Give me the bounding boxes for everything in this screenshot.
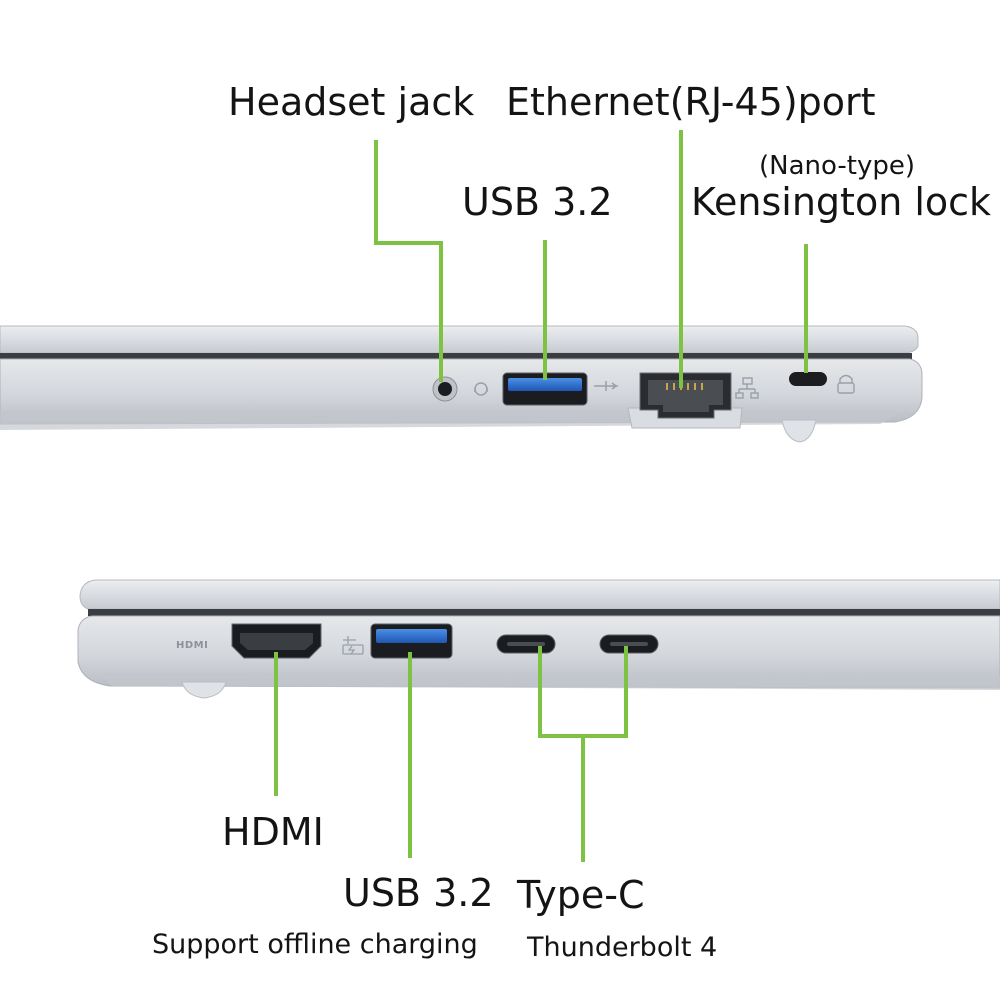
headset-icon xyxy=(474,382,488,396)
label-hdmi: HDMI xyxy=(222,810,324,854)
callout-lines-top xyxy=(374,130,808,388)
callout-type-c xyxy=(538,646,628,862)
label-headset-jack: Headset jack xyxy=(228,80,475,124)
label-type-c: Type-C xyxy=(517,873,645,917)
label-usb32-bottom: USB 3.2 xyxy=(343,871,494,915)
type-c-port-2 xyxy=(599,634,659,654)
hdmi-port xyxy=(231,623,322,659)
laptop-right-side xyxy=(0,325,923,443)
label-nano-type: (Nano-type) xyxy=(759,151,915,181)
hdmi-logo: HDMI xyxy=(176,640,208,651)
network-icon xyxy=(735,377,759,399)
label-ethernet-port: Ethernet(RJ-45)port xyxy=(506,80,876,124)
callout-headset xyxy=(374,140,443,382)
label-usb32-note: Support offline charging xyxy=(152,929,478,960)
usb-icon xyxy=(594,381,618,391)
callout-lines-bottom xyxy=(274,646,628,862)
label-kensington-lock: Kensington lock xyxy=(691,180,992,224)
ethernet-port xyxy=(639,372,732,419)
headset-jack-port xyxy=(432,376,458,402)
label-type-c-note: Thunderbolt 4 xyxy=(527,932,718,963)
usb-port-bottom xyxy=(370,623,453,659)
lock-icon xyxy=(837,374,855,394)
label-usb32-top: USB 3.2 xyxy=(462,180,613,224)
kensington-lock-slot xyxy=(789,372,827,386)
usb-port-top xyxy=(502,372,588,406)
usb-charge-icon xyxy=(342,636,364,655)
type-c-port-1 xyxy=(496,634,556,654)
